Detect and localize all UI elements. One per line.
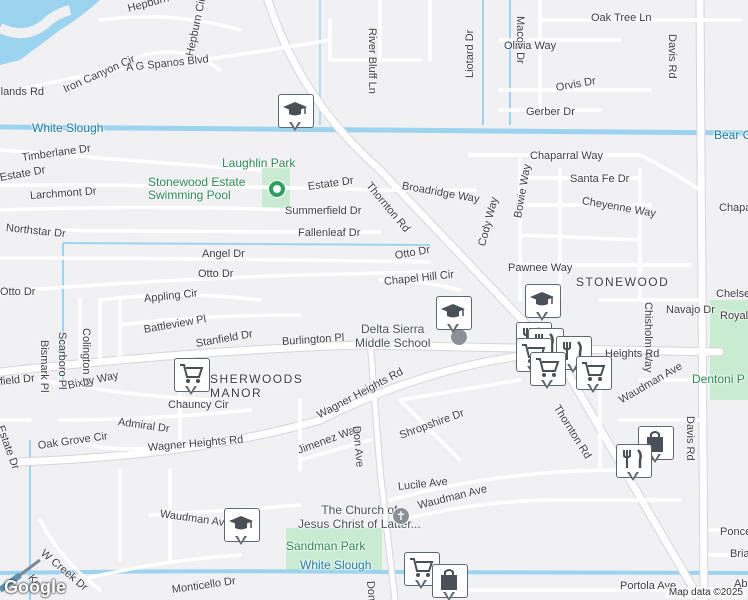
shopping-cart-icon <box>536 358 560 377</box>
graduation-cap-icon <box>283 102 307 116</box>
street-label: Liotard Dr <box>464 29 476 78</box>
street-label: Heights Rd <box>605 348 660 360</box>
street-label: Navajo Dr <box>666 304 715 316</box>
street-label: Fallenleaf Dr <box>298 227 361 239</box>
street-label: Highlands Rd <box>0 86 45 98</box>
shopping-cart-icon <box>410 558 434 577</box>
sherwoods-manor-area-label: SHERWOODS MANOR <box>210 372 304 400</box>
street-label: Chauncy Cir <box>168 399 229 411</box>
bear-creek-label: Bear C <box>714 128 748 142</box>
school-marker-south[interactable] <box>224 508 260 548</box>
restaurant-marker-east[interactable] <box>616 444 652 484</box>
street-label: Olivia Way <box>504 40 557 52</box>
white-slough-south-label: White Slough <box>300 558 372 572</box>
street-label: Pawnee Way <box>508 262 573 274</box>
street-label: Oak Tree Ln <box>591 12 652 24</box>
fork-knife-icon <box>563 341 582 360</box>
shopping-cart-icon <box>180 364 204 383</box>
street-label: Santa Fe Dr <box>570 173 630 185</box>
grocery-marker-bixby[interactable] <box>174 358 210 398</box>
graduation-cap-icon <box>441 304 465 318</box>
dentoni-park-label: Dentoni P <box>692 372 745 386</box>
street-label: Chaparral Way <box>530 150 603 162</box>
street-label: River Bluff Ln <box>366 28 378 94</box>
street-label: Bismark Pl <box>38 340 50 393</box>
grocery-marker-thornton-2[interactable] <box>576 356 612 396</box>
street-label: Chelse <box>716 288 748 300</box>
shopping-cart-icon <box>582 362 606 381</box>
shopping-marker-east[interactable] <box>638 426 674 466</box>
graduation-cap-icon <box>229 516 253 530</box>
stonewood-pool-label: Stonewood Estate Swimming Pool <box>148 175 246 202</box>
graduation-cap-icon <box>530 292 554 306</box>
street-label: Bria <box>730 548 748 560</box>
church-label[interactable]: The Church of Jesus Christ of Latter... <box>298 503 421 531</box>
street-label: Otto Dr <box>0 286 36 298</box>
shopping-marker-south[interactable] <box>432 564 468 600</box>
school-marker-north[interactable] <box>278 94 314 134</box>
sandman-park-label: Sandman Park <box>286 539 366 553</box>
delta-sierra-school-label[interactable]: Delta Sierra Middle School <box>355 322 431 350</box>
laughlin-park-label: Laughlin Park <box>222 156 296 170</box>
fork-knife-icon <box>623 449 642 468</box>
street-label: Otto Dr <box>198 268 234 280</box>
map-attribution[interactable]: Map data ©2025 <box>665 587 746 598</box>
street-label: Davis Rd <box>666 34 678 79</box>
school-marker-delta-sierra[interactable] <box>436 296 472 336</box>
google-logo: Google <box>4 577 66 597</box>
street-label: Chisholm Way <box>642 302 654 373</box>
church-cross-icon[interactable]: ✝ <box>392 507 410 525</box>
street-label: Angel Dr <box>202 248 245 260</box>
school-marker-stonewood[interactable] <box>525 284 561 324</box>
street-label: Gerber Dr <box>526 106 575 118</box>
street-label: Chapa <box>719 202 748 214</box>
street-label: Ponce <box>720 526 748 538</box>
park-icon[interactable] <box>268 180 286 198</box>
street-label: Davis Rd <box>684 416 696 461</box>
street-label: Summerfield Dr <box>285 205 362 217</box>
shopping-bag-icon <box>441 569 457 590</box>
grocery-marker-thornton-1[interactable] <box>530 352 566 392</box>
stonewood-area-label: STONEWOOD <box>576 275 670 289</box>
street-label: Royal <box>720 310 748 322</box>
white-slough-north-label: White Slough <box>32 121 104 135</box>
street-label: Portola Ave <box>620 580 677 592</box>
